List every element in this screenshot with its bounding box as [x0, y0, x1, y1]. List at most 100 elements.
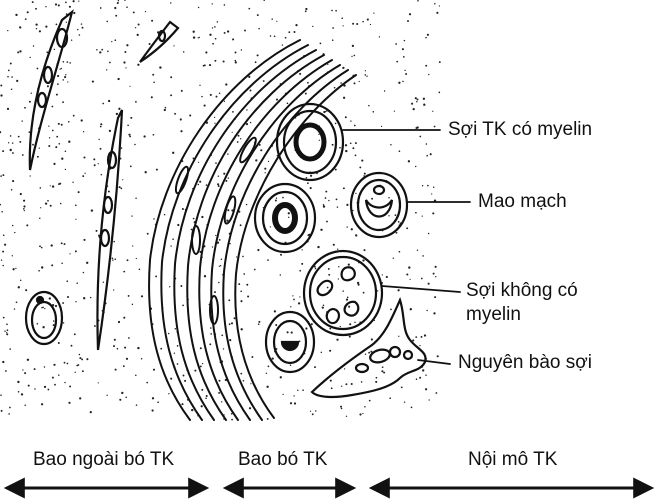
- stipple-dot: [218, 185, 220, 187]
- capillary-label: Mao mạch: [478, 191, 567, 213]
- stipple-dot: [422, 215, 423, 216]
- stipple-dot: [12, 255, 13, 256]
- stipple-dot: [334, 87, 336, 89]
- stipple-dot: [275, 200, 277, 202]
- stipple-dot: [381, 126, 382, 127]
- stipple-dot: [204, 275, 206, 277]
- stipple-dot: [25, 18, 27, 20]
- stipple-dot: [51, 264, 53, 266]
- stipple-dot: [22, 154, 24, 156]
- stipple-dot: [427, 34, 429, 36]
- stipple-dot: [350, 120, 351, 121]
- stipple-dot: [137, 34, 139, 36]
- stipple-dot: [66, 280, 68, 282]
- stipple-dot: [7, 329, 9, 331]
- stipple-dot: [151, 20, 153, 22]
- stipple-dot: [93, 158, 95, 160]
- stipple-dot: [371, 338, 373, 340]
- stipple-dot: [39, 245, 41, 247]
- stipple-dot: [221, 401, 222, 402]
- stipple-dot: [198, 162, 199, 163]
- stipple-dot: [83, 272, 85, 274]
- stipple-dot: [63, 322, 64, 323]
- stipple-dot: [212, 43, 214, 45]
- stipple-dot: [199, 181, 201, 183]
- stipple-dot: [359, 81, 360, 82]
- stipple-dot: [112, 258, 114, 260]
- stipple-dot: [50, 185, 51, 186]
- stipple-dot: [322, 306, 324, 308]
- stipple-dot: [223, 60, 225, 62]
- stipple-dot: [90, 297, 91, 298]
- stipple-dot: [108, 191, 110, 193]
- stipple-dot: [212, 246, 213, 247]
- stipple-dot: [76, 282, 78, 284]
- stipple-dot: [39, 147, 40, 148]
- stipple-dot: [8, 142, 9, 143]
- stipple-dot: [2, 265, 3, 266]
- stipple-dot: [67, 81, 68, 82]
- stipple-dot: [265, 172, 266, 173]
- stipple-dot: [305, 10, 307, 12]
- stipple-dot: [139, 269, 141, 271]
- stipple-dot: [363, 249, 365, 251]
- stipple-dot: [4, 330, 5, 331]
- stipple-dot: [108, 100, 110, 102]
- stipple-dot: [99, 51, 101, 53]
- stipple-dot: [246, 204, 247, 205]
- stipple-dot: [396, 232, 398, 234]
- stipple-dot: [370, 24, 371, 25]
- stipple-dot: [182, 208, 184, 210]
- stipple-dot: [117, 348, 119, 350]
- stipple-dot: [62, 302, 64, 304]
- stipple-dot: [118, 108, 120, 110]
- stipple-dot: [215, 162, 217, 164]
- stipple-dot: [24, 210, 25, 211]
- stipple-dot: [416, 101, 417, 102]
- stipple-dot: [14, 232, 15, 233]
- stipple-dot: [247, 295, 249, 297]
- stipple-dot: [181, 90, 183, 92]
- stipple-dot: [40, 207, 41, 208]
- stipple-dot: [427, 185, 429, 187]
- stipple-dot: [44, 308, 45, 309]
- stipple-dot: [41, 266, 43, 268]
- stipple-dot: [299, 270, 301, 272]
- stipple-dot: [136, 404, 138, 406]
- stipple-dot: [290, 402, 292, 404]
- stipple-dot: [122, 179, 123, 180]
- stipple-dot: [128, 134, 130, 136]
- stipple-dot: [353, 55, 355, 57]
- stipple-dot: [301, 263, 303, 265]
- stipple-dot: [346, 204, 348, 206]
- stipple-dot: [438, 92, 440, 94]
- stipple-dot: [2, 150, 4, 152]
- stipple-dot: [74, 333, 76, 335]
- stipple-dot: [2, 361, 4, 363]
- stipple-dot: [21, 120, 22, 121]
- stipple-dot: [415, 166, 416, 167]
- stipple-dot: [193, 218, 195, 220]
- stipple-dot: [9, 348, 11, 350]
- stipple-dot: [399, 251, 401, 253]
- stipple-dot: [9, 407, 11, 409]
- stipple-dot: [53, 320, 55, 322]
- stipple-dot: [394, 110, 395, 111]
- stipple-dot: [223, 173, 225, 175]
- stipple-dot: [355, 142, 357, 144]
- stipple-dot: [319, 140, 320, 141]
- stipple-dot: [130, 166, 132, 168]
- stipple-dot: [53, 163, 55, 165]
- stipple-dot: [377, 290, 378, 291]
- stipple-dot: [294, 402, 296, 404]
- stipple-dot: [214, 123, 215, 124]
- stipple-dot: [235, 61, 237, 63]
- stipple-dot: [274, 310, 276, 312]
- stipple-dot: [368, 105, 370, 107]
- stipple-dot: [263, 0, 264, 1]
- stipple-dot: [393, 258, 394, 259]
- stipple-dot: [22, 369, 23, 370]
- stipple-dot: [113, 345, 115, 347]
- stipple-dot: [235, 60, 236, 61]
- perineurium-label: Bao bó TK: [238, 449, 327, 471]
